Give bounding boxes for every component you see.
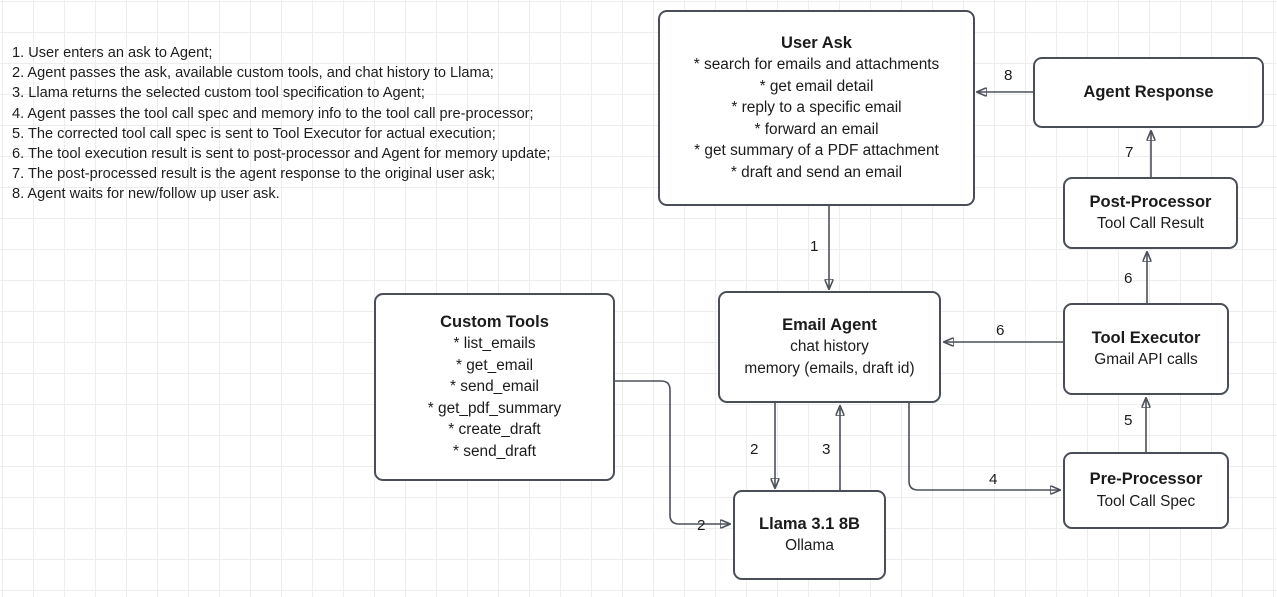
node-agent-response-title: Agent Response — [1083, 82, 1214, 101]
legend-line: 2. Agent passes the ask, available custo… — [12, 65, 494, 82]
edge-label-pre-processor-to-tool-executor: 5 — [1124, 412, 1133, 429]
user-ask-bullet: * forward an email — [754, 120, 879, 138]
user-ask-bullet: * search for emails and attachments — [693, 56, 940, 74]
legend-line: 7. The post-processed result is the agen… — [12, 166, 496, 183]
legend-line: 4. Agent passes the tool call spec and m… — [12, 105, 534, 122]
node-user-ask[interactable]: User Ask * search for emails and attachm… — [658, 10, 975, 206]
custom-tools-bullet: * get_email — [455, 356, 533, 374]
user-ask-bullet: * get summary of a PDF attachment — [694, 142, 939, 160]
custom-tools-bullet: * list_emails — [453, 335, 536, 353]
node-email-agent[interactable]: Email Agent chat history memory (emails,… — [718, 291, 941, 403]
node-email-agent-subtitle-memory: memory (emails, draft id) — [744, 359, 915, 377]
legend-steps-list: 1. User enters an ask to Agent; 2. Agent… — [12, 43, 642, 205]
node-pre-processor[interactable]: Pre-Processor Tool Call Spec — [1063, 452, 1229, 529]
edge-label-email-agent-to-pre-processor: 4 — [989, 471, 998, 488]
edge-label-post-processor-to-agent-response: 7 — [1125, 144, 1134, 161]
user-ask-bullet: * get email detail — [759, 77, 874, 95]
custom-tools-bullet: * send_email — [450, 378, 539, 396]
node-user-ask-title: User Ask — [781, 33, 852, 52]
legend-line: 5. The corrected tool call spec is sent … — [12, 125, 496, 142]
legend-line: 3. Llama returns the selected custom too… — [12, 85, 425, 102]
node-post-processor[interactable]: Post-Processor Tool Call Result — [1063, 177, 1238, 249]
legend-line: 1. User enters an ask to Agent; — [12, 45, 213, 61]
edge-custom-tools-to-llama — [615, 380, 730, 524]
node-custom-tools[interactable]: Custom Tools * list_emails * get_email *… — [374, 293, 615, 481]
edge-label-tool-executor-to-post-processor: 6 — [1124, 270, 1133, 287]
edge-email-agent-to-pre-processor — [908, 403, 1060, 490]
node-email-agent-subtitle-chat-history: chat history — [790, 338, 869, 356]
node-llama-subtitle: Ollama — [785, 537, 834, 554]
node-post-processor-subtitle: Tool Call Result — [1097, 215, 1204, 232]
user-ask-bullet: * draft and send an email — [730, 163, 903, 181]
node-user-ask-bullets: * search for emails and attachments * ge… — [694, 54, 940, 183]
node-llama[interactable]: Llama 3.1 8B Ollama — [733, 490, 886, 580]
node-post-processor-title: Post-Processor — [1089, 192, 1212, 211]
node-tool-executor-title: Tool Executor — [1091, 328, 1201, 347]
node-tool-executor-subtitle: Gmail API calls — [1094, 351, 1198, 368]
edge-label-custom-tools-to-llama: 2 — [697, 517, 706, 534]
node-custom-tools-title: Custom Tools — [440, 312, 549, 331]
node-pre-processor-subtitle: Tool Call Spec — [1096, 492, 1196, 510]
node-agent-response[interactable]: Agent Response — [1033, 57, 1264, 128]
custom-tools-bullet: * get_pdf_summary — [427, 399, 562, 417]
edge-label-user-ask-to-email-agent: 1 — [810, 238, 819, 255]
node-email-agent-title: Email Agent — [782, 315, 877, 334]
edge-label-agent-response-to-user-ask: 8 — [1004, 67, 1013, 84]
node-tool-executor[interactable]: Tool Executor Gmail API calls — [1063, 303, 1229, 395]
custom-tools-bullet: * create_draft — [448, 421, 541, 439]
legend-line: 6. The tool execution result is sent to … — [12, 146, 551, 163]
node-pre-processor-title: Pre-Processor — [1089, 470, 1203, 488]
edge-label-llama-to-email-agent: 3 — [822, 441, 831, 458]
custom-tools-bullet: * send_draft — [452, 442, 536, 460]
edge-label-tool-executor-to-email-agent: 6 — [996, 322, 1005, 339]
node-custom-tools-bullets: * list_emails * get_email * send_email *… — [428, 333, 561, 462]
node-llama-title: Llama 3.1 8B — [759, 514, 860, 533]
edge-label-email-agent-to-llama: 2 — [750, 441, 759, 458]
user-ask-bullet: * reply to a specific email — [731, 99, 902, 117]
legend-line: 8. Agent waits for new/follow up user as… — [12, 186, 280, 203]
